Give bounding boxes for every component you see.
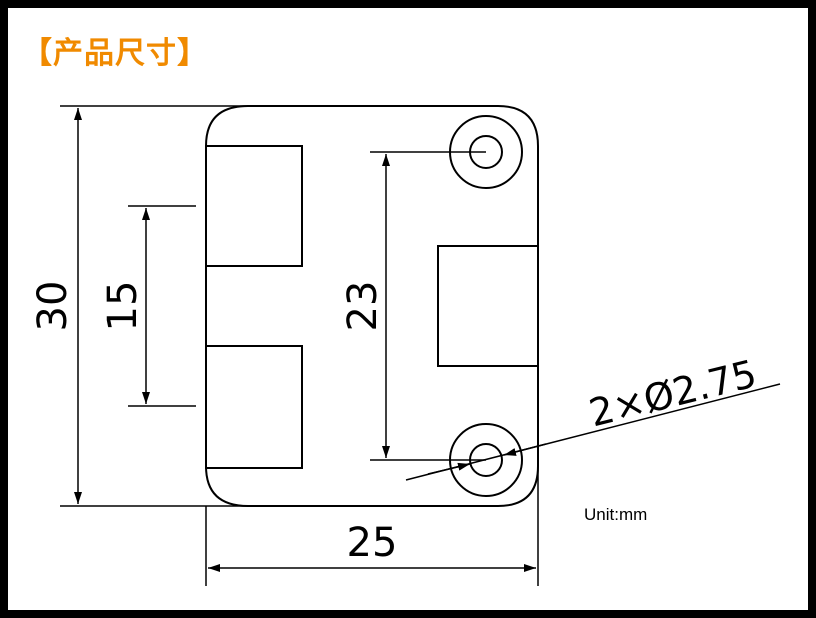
dim-25-label: 25 — [347, 520, 398, 566]
dim-30-label: 30 — [30, 281, 76, 332]
right-middle-pad — [437, 245, 539, 367]
drawing-frame: 【产品尺寸】 30 15 23 — [8, 8, 808, 610]
hole-leader-arrow-left — [427, 462, 471, 475]
dim-23-label: 23 — [340, 281, 386, 332]
unit-label: Unit:mm — [584, 505, 647, 524]
left-lower-pad — [205, 345, 303, 469]
hole-leader-arrow-right — [503, 443, 547, 456]
hole-callout-label: 2×Ø2.75 — [585, 351, 761, 435]
board-outline — [205, 105, 539, 507]
dim-15-label: 15 — [100, 281, 146, 332]
dimension-drawing: 30 15 23 25 2×Ø2.75 Unit:mm — [30, 105, 781, 586]
page-title: 【产品尺寸】 — [22, 36, 208, 71]
left-upper-pad — [205, 145, 303, 267]
